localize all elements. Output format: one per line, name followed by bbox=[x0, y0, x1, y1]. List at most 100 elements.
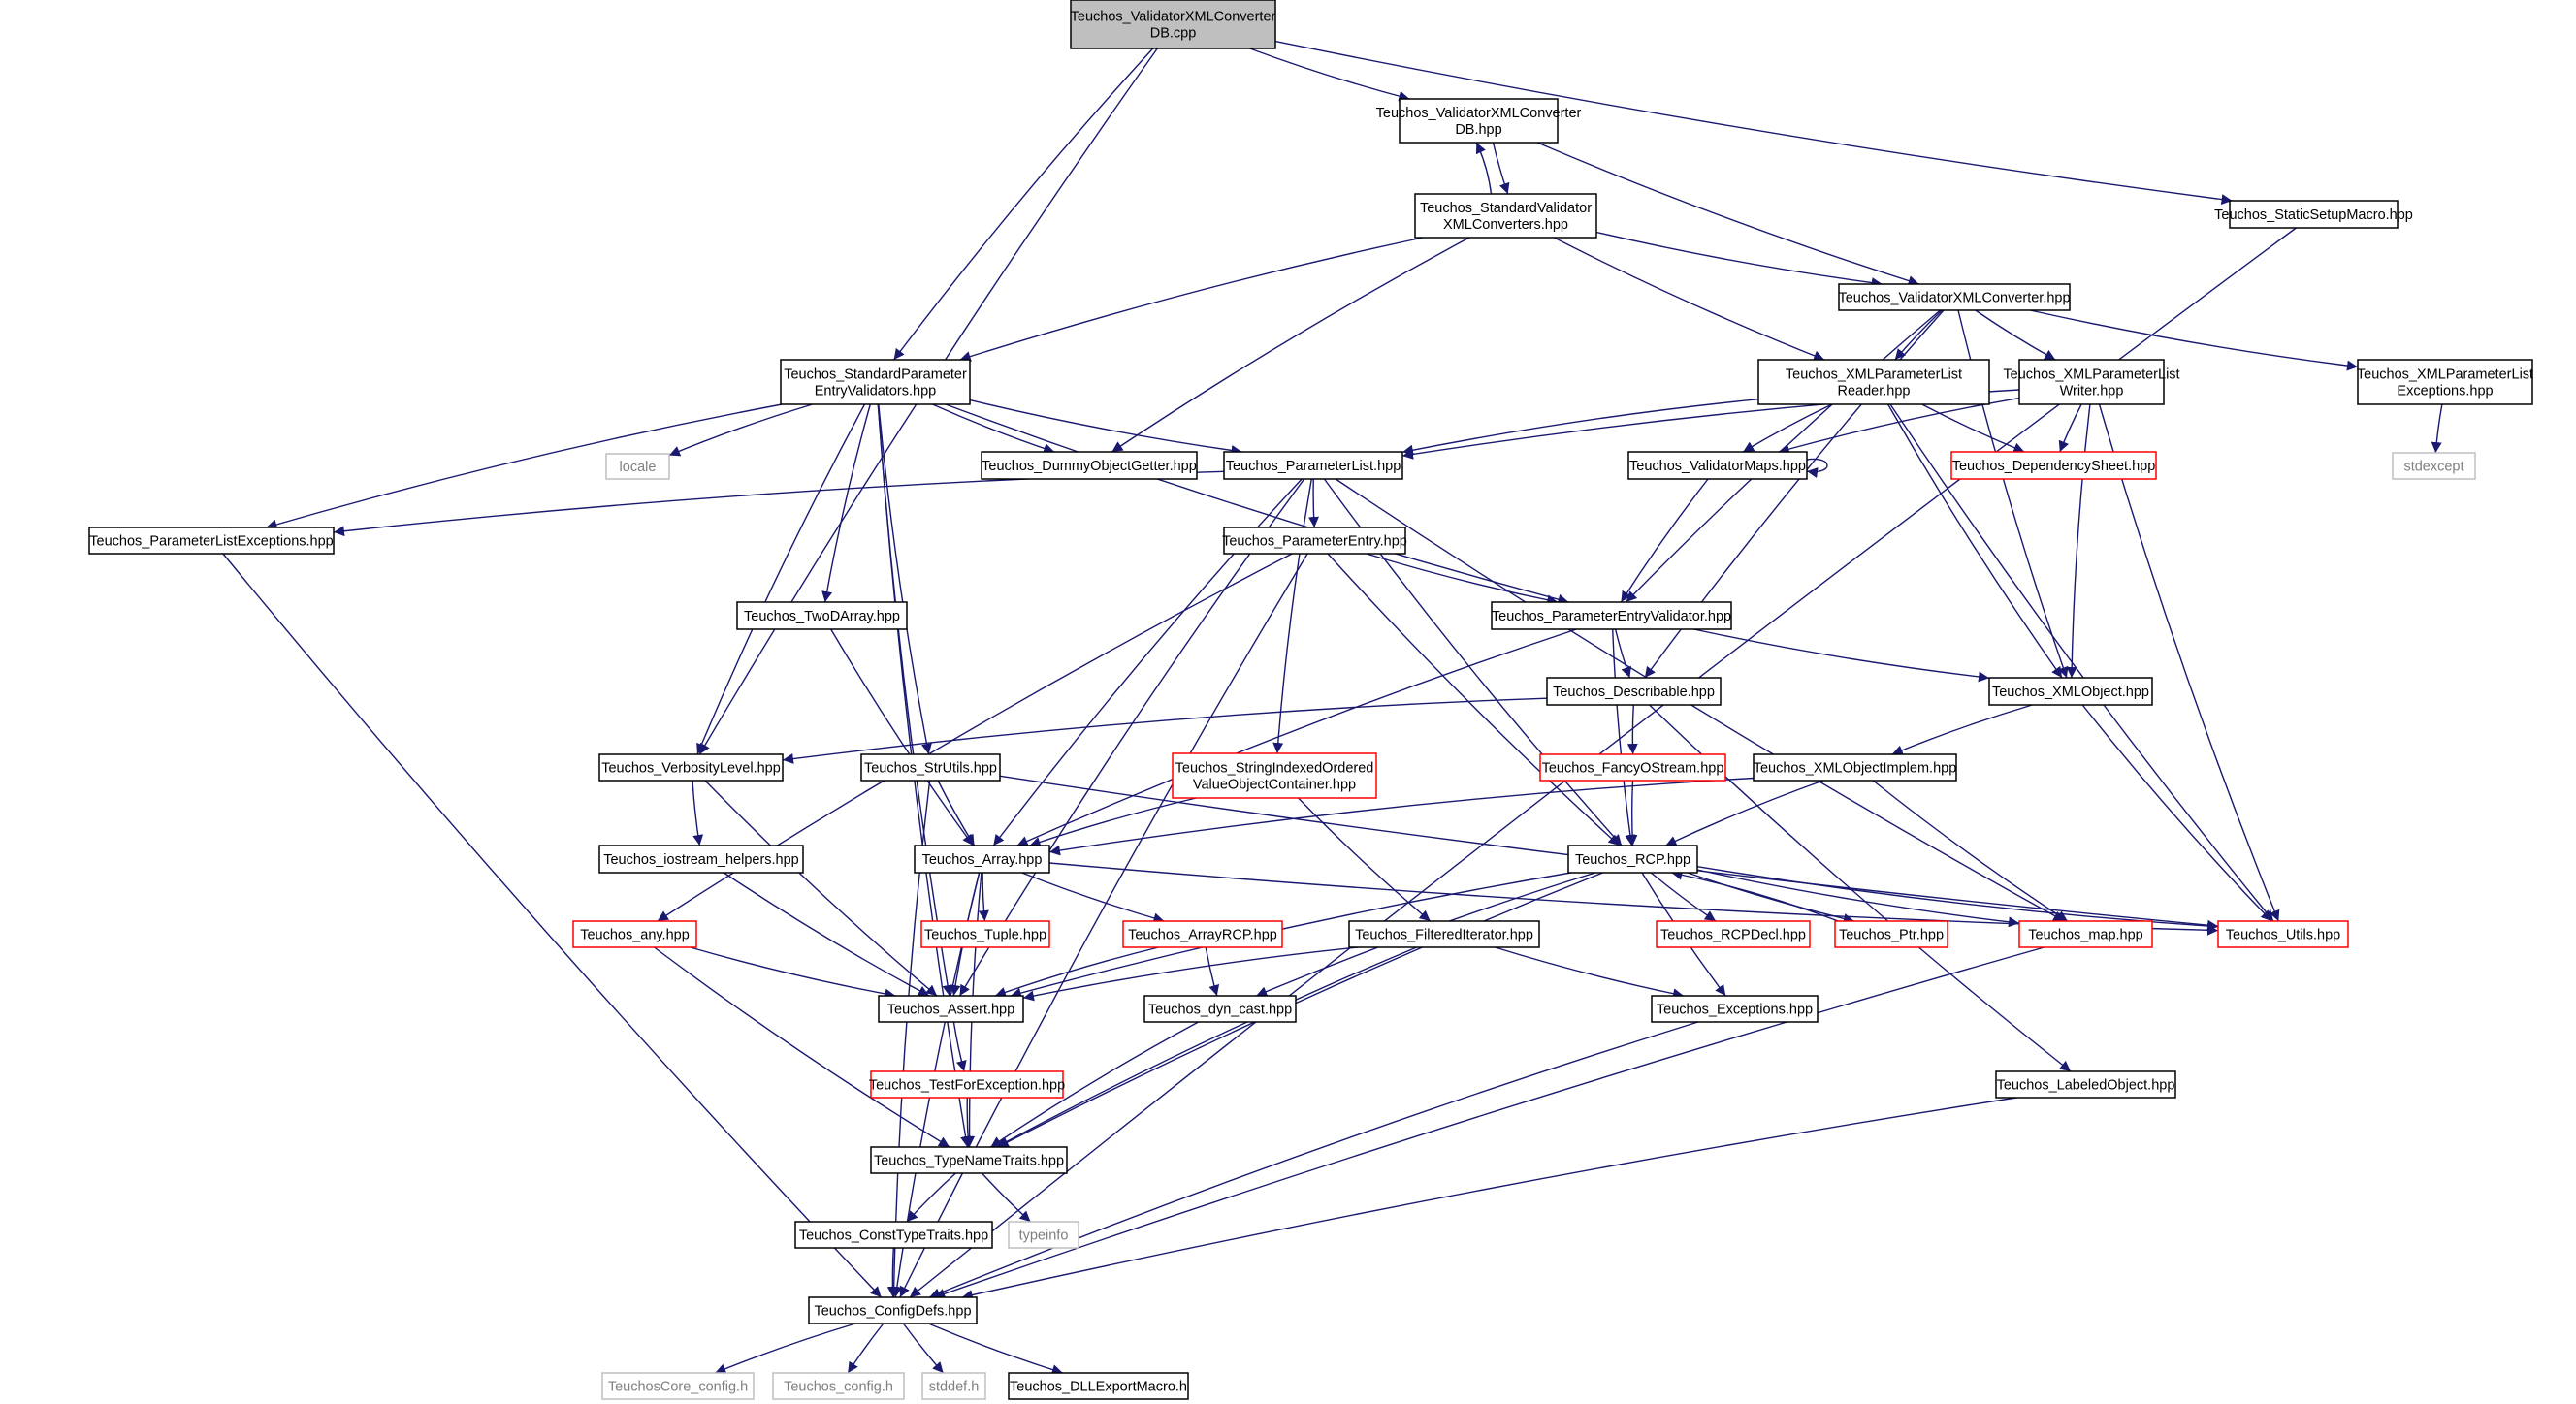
node-map[interactable]: Teuchos_map.hpp bbox=[2018, 920, 2153, 948]
node-box bbox=[1988, 677, 2153, 706]
node-label: Teuchos_ValidatorXMLConverter.hpp bbox=[1838, 291, 2070, 306]
node-pl-exc[interactable]: Teuchos_ParameterListExceptions.hpp bbox=[88, 526, 335, 555]
node-box bbox=[1414, 193, 1597, 239]
edge-labeled_obj-to-config_defs bbox=[961, 1097, 2017, 1300]
node-fancy-os[interactable]: Teuchos_FancyOStream.hpp bbox=[1539, 753, 1726, 782]
node-any[interactable]: Teuchos_any.hpp bbox=[572, 920, 697, 948]
node-rcp[interactable]: Teuchos_RCP.hpp bbox=[1567, 845, 1698, 874]
node-label: Teuchos_ParameterListExceptions.hpp bbox=[89, 534, 333, 550]
edge-val_xml_conv-to-xml_pl_writer bbox=[1975, 309, 2056, 361]
node-label: Teuchos_ParameterEntry.hpp bbox=[1222, 534, 1407, 550]
node-box bbox=[2018, 920, 2153, 948]
node-two-d-array[interactable]: Teuchos_TwoDArray.hpp bbox=[736, 601, 908, 630]
node-array[interactable]: Teuchos_Array.hpp bbox=[914, 845, 1050, 874]
node-utils[interactable]: Teuchos_Utils.hpp bbox=[2217, 920, 2349, 948]
node-filtered-iter[interactable]: Teuchos_FilteredIterator.hpp bbox=[1348, 920, 1540, 948]
node-box bbox=[1627, 451, 1808, 480]
node-verbosity[interactable]: Teuchos_VerbosityLevel.hpp bbox=[598, 753, 784, 782]
edge-pev-to-describable bbox=[1614, 628, 1631, 679]
edge-pev-to-rcp bbox=[1612, 628, 1636, 846]
node-label: DB.hpp bbox=[1455, 122, 1501, 138]
node-array-rcp[interactable]: Teuchos_ArrayRCP.hpp bbox=[1122, 920, 1283, 948]
edge-exceptions-to-config_defs bbox=[928, 1021, 1699, 1298]
edge-xml_pl_reader-to-val_maps bbox=[1742, 403, 1833, 453]
edge-param_list-to-sivoc bbox=[1272, 478, 1312, 754]
edge-rcp-to-ptr bbox=[1687, 872, 1854, 924]
node-describable[interactable]: Teuchos_Describable.hpp bbox=[1546, 677, 1722, 706]
edge-vxcdb_hpp-to-std_val_xml bbox=[1492, 142, 1510, 195]
edge-ptr-to-rcp bbox=[1671, 869, 1839, 922]
node-config-defs[interactable]: Teuchos_ConfigDefs.hpp bbox=[808, 1296, 978, 1324]
edge-std_val_xml-to-dummy_getter bbox=[1111, 237, 1470, 453]
node-label: Teuchos_StrUtils.hpp bbox=[864, 761, 997, 777]
node-box bbox=[1995, 1070, 2176, 1099]
node-box bbox=[870, 1146, 1068, 1174]
node-ptr[interactable]: Teuchos_Ptr.hpp bbox=[1834, 920, 1948, 948]
edge-param_list-to-pl_exc bbox=[333, 470, 1225, 537]
node-val-xml-conv[interactable]: Teuchos_ValidatorXMLConverter.hpp bbox=[1838, 283, 2071, 311]
node-static-setup[interactable]: Teuchos_StaticSetupMacro.hpp bbox=[2214, 200, 2413, 229]
node-dll-export[interactable]: Teuchos_DLLExportMacro.h bbox=[1008, 1372, 1189, 1400]
node-iostream-helpers[interactable]: Teuchos_iostream_helpers.hpp bbox=[598, 845, 804, 874]
node-std-val-xml[interactable]: Teuchos_StandardValidatorXMLConverters.h… bbox=[1414, 193, 1597, 239]
edge-pev-to-xml_object bbox=[1693, 628, 1990, 683]
edge-iostream_helpers-to-assert bbox=[723, 872, 930, 997]
edge-dyn_cast-to-type_name_traits bbox=[990, 1021, 1199, 1148]
node-label: Teuchos_Array.hpp bbox=[922, 852, 1043, 868]
node-param-list[interactable]: Teuchos_ParameterList.hpp bbox=[1223, 451, 1403, 480]
node-dyn-cast[interactable]: Teuchos_dyn_cast.hpp bbox=[1143, 995, 1297, 1023]
node-label: stddef.h bbox=[929, 1380, 980, 1395]
node-label: Teuchos_StaticSetupMacro.hpp bbox=[2214, 207, 2413, 223]
node-exceptions[interactable]: Teuchos_Exceptions.hpp bbox=[1651, 995, 1819, 1023]
node-box bbox=[981, 451, 1198, 480]
node-param-entry[interactable]: Teuchos_ParameterEntry.hpp bbox=[1222, 526, 1407, 555]
node-label: Teuchos_DummyObjectGetter.hpp bbox=[982, 459, 1197, 474]
edge-sivoc-to-filtered_iter bbox=[1298, 797, 1432, 922]
node-label: Teuchos_XMLObject.hpp bbox=[1992, 685, 2149, 700]
node-xml-obj-impl[interactable]: Teuchos_XMLObjectImplem.hpp bbox=[1753, 753, 1957, 782]
node-xml-object[interactable]: Teuchos_XMLObject.hpp bbox=[1988, 677, 2153, 706]
node-rcp-decl[interactable]: Teuchos_RCPDecl.hpp bbox=[1656, 920, 1811, 948]
node-tuple[interactable]: Teuchos_Tuple.hpp bbox=[920, 920, 1050, 948]
node-box bbox=[1223, 451, 1403, 480]
node-box bbox=[1834, 920, 1948, 948]
node-std-param-ev[interactable]: Teuchos_StandardParameterEntryValidators… bbox=[780, 359, 971, 405]
node-type-name-traits[interactable]: Teuchos_TypeNameTraits.hpp bbox=[870, 1146, 1068, 1174]
node-stddef: stddef.h bbox=[921, 1372, 986, 1400]
node-assert[interactable]: Teuchos_Assert.hpp bbox=[878, 995, 1024, 1023]
node-str-utils[interactable]: Teuchos_StrUtils.hpp bbox=[860, 753, 1001, 782]
node-box bbox=[598, 753, 784, 782]
node-box bbox=[2018, 359, 2165, 405]
edge-type_name_traits-to-typeinfo bbox=[981, 1172, 1031, 1223]
node-dep-sheet[interactable]: Teuchos_DependencySheet.hpp bbox=[1950, 451, 2157, 480]
edges-layer bbox=[222, 40, 2443, 1375]
node-box bbox=[878, 995, 1024, 1023]
node-test-for-exc[interactable]: Teuchos_TestForException.hpp bbox=[869, 1070, 1065, 1099]
edge-std_param_ev-to-pev bbox=[945, 403, 1569, 605]
node-label: Teuchos_ValidatorMaps.hpp bbox=[1629, 459, 1806, 474]
node-label: Teuchos_ArrayRCP.hpp bbox=[1128, 928, 1277, 943]
node-sivoc[interactable]: Teuchos_StringIndexedOrderedValueObjectC… bbox=[1172, 752, 1377, 799]
edge-std_val_xml-to-val_xml_conv bbox=[1595, 231, 1883, 289]
edge-config_defs-to-stddef bbox=[902, 1323, 945, 1374]
node-const-type-traits[interactable]: Teuchos_ConstTypeTraits.hpp bbox=[794, 1221, 993, 1249]
edge-xml_object-to-utils bbox=[2081, 704, 2272, 922]
node-labeled-obj[interactable]: Teuchos_LabeledObject.hpp bbox=[1995, 1070, 2176, 1099]
node-pev[interactable]: Teuchos_ParameterEntryValidator.hpp bbox=[1491, 601, 1732, 630]
node-label: Writer.hpp bbox=[2060, 384, 2124, 399]
node-val-maps[interactable]: Teuchos_ValidatorMaps.hpp bbox=[1627, 451, 1808, 480]
node-box bbox=[1348, 920, 1540, 948]
node-dummy-getter[interactable]: Teuchos_DummyObjectGetter.hpp bbox=[981, 451, 1198, 480]
edge-describable-to-verbosity bbox=[782, 697, 1548, 764]
node-label: Teuchos_Assert.hpp bbox=[887, 1003, 1014, 1018]
edge-xml_pl_exc-to-stdexcept bbox=[2431, 403, 2443, 454]
edge-array-to-tuple bbox=[978, 872, 989, 922]
node-box bbox=[1651, 995, 1819, 1023]
node-box bbox=[1757, 359, 1990, 405]
node-label: Teuchos_ValidatorXMLConverter bbox=[1071, 10, 1276, 25]
